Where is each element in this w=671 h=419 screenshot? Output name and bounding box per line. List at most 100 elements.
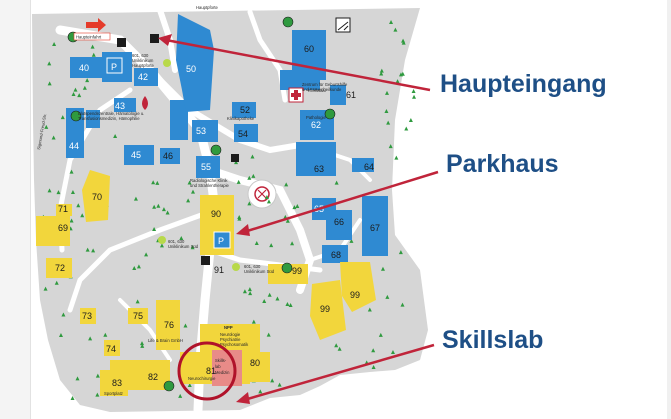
building-68[interactable] bbox=[322, 245, 348, 263]
svg-text:lab: lab bbox=[215, 364, 221, 369]
info-icon[interactable] bbox=[150, 34, 159, 43]
tree-icon bbox=[69, 218, 74, 223]
building-54[interactable] bbox=[234, 124, 258, 142]
building-46[interactable] bbox=[160, 148, 180, 164]
building-42[interactable] bbox=[134, 68, 158, 86]
bus-stop-icon[interactable] bbox=[232, 263, 240, 271]
left-page-margin bbox=[0, 0, 31, 419]
tree-icon bbox=[69, 169, 74, 174]
svg-text:P: P bbox=[111, 62, 117, 72]
building-60b[interactable] bbox=[280, 70, 320, 90]
building-50[interactable] bbox=[176, 14, 214, 112]
building-44[interactable] bbox=[66, 108, 84, 158]
label-75: 75 bbox=[133, 311, 143, 321]
label-67: 67 bbox=[370, 223, 380, 233]
tree-icon bbox=[61, 312, 66, 317]
parking-icons: P P bbox=[106, 57, 231, 249]
tree-icon bbox=[70, 190, 75, 195]
label-72: 72 bbox=[55, 263, 65, 273]
tree-icon bbox=[367, 307, 372, 312]
building-45[interactable] bbox=[124, 145, 154, 165]
tree-icon bbox=[398, 250, 403, 255]
building-72[interactable] bbox=[46, 258, 72, 278]
tree-icon bbox=[152, 227, 157, 232]
tree-icon bbox=[179, 236, 184, 241]
sports-label: Sportplatz bbox=[104, 391, 123, 396]
tree-icon bbox=[77, 93, 82, 98]
tree-icon bbox=[247, 287, 252, 292]
building-55[interactable] bbox=[196, 156, 220, 178]
parking-icon-parkhaus[interactable] bbox=[213, 231, 231, 249]
info-icon[interactable] bbox=[201, 256, 210, 265]
label-45: 45 bbox=[131, 150, 141, 160]
building-71[interactable] bbox=[56, 204, 72, 216]
building-43[interactable] bbox=[114, 98, 136, 112]
tree-icon bbox=[161, 207, 166, 212]
tree-icon bbox=[90, 44, 95, 49]
tree-icon bbox=[269, 243, 274, 248]
building-99-small[interactable] bbox=[268, 264, 308, 284]
building-40[interactable] bbox=[70, 57, 102, 78]
hospital-label: Kreißsaal bbox=[308, 88, 326, 93]
label-71: 71 bbox=[58, 204, 68, 214]
neurosurgery-label: Neurochirurgie bbox=[188, 376, 216, 381]
tree-icon bbox=[91, 248, 96, 253]
building-69[interactable] bbox=[36, 216, 70, 246]
label-76: 76 bbox=[164, 320, 174, 330]
info-icon[interactable] bbox=[117, 38, 126, 47]
tree-icon bbox=[43, 286, 48, 291]
building-99-mid[interactable] bbox=[310, 280, 346, 340]
building-53[interactable] bbox=[192, 120, 218, 142]
tree-icon bbox=[187, 383, 192, 388]
building-npp[interactable] bbox=[200, 324, 260, 354]
label-69: 69 bbox=[58, 223, 68, 233]
building-46b[interactable] bbox=[170, 100, 188, 140]
tree-icon bbox=[262, 298, 267, 303]
tree-icon bbox=[371, 364, 376, 369]
tree-icon bbox=[71, 92, 76, 97]
tree-icon bbox=[411, 89, 416, 94]
label-99-right: 99 bbox=[350, 290, 360, 300]
building-61[interactable] bbox=[330, 85, 346, 105]
bus-stop-icon[interactable] bbox=[163, 59, 171, 67]
building-66[interactable] bbox=[326, 210, 352, 240]
building-99-right[interactable] bbox=[340, 262, 376, 312]
tree-icon bbox=[380, 266, 385, 271]
top-gate-label: Hauptpforte bbox=[196, 5, 219, 10]
tree-icon bbox=[251, 319, 256, 324]
building-52[interactable] bbox=[232, 102, 256, 118]
tree-icon bbox=[237, 214, 242, 219]
building-75[interactable] bbox=[128, 308, 148, 324]
building-64[interactable] bbox=[352, 158, 374, 172]
tree-icon bbox=[236, 179, 241, 184]
building-44b[interactable] bbox=[86, 110, 100, 128]
green-markers bbox=[67, 16, 336, 392]
bus-stop-icon[interactable] bbox=[158, 236, 166, 244]
building-70[interactable] bbox=[82, 170, 110, 222]
building-63[interactable] bbox=[296, 142, 336, 176]
building-76[interactable] bbox=[156, 300, 180, 350]
tree-icon bbox=[388, 144, 393, 149]
label-91: 91 bbox=[214, 265, 224, 275]
tree-icon bbox=[190, 245, 195, 250]
construction-icon bbox=[335, 17, 351, 33]
label-44: 44 bbox=[69, 141, 79, 151]
parking-icon[interactable] bbox=[106, 57, 123, 74]
building-73[interactable] bbox=[80, 308, 96, 324]
blood-bank-label: Blutspendezentrale, Hämatologie u.Transf… bbox=[78, 111, 144, 121]
tree-icon bbox=[85, 247, 90, 252]
info-icon[interactable] bbox=[231, 154, 239, 162]
tree-icon bbox=[191, 189, 196, 194]
building-67[interactable] bbox=[362, 196, 388, 256]
label-81: 81 bbox=[206, 366, 216, 376]
building-74[interactable] bbox=[104, 340, 120, 356]
npp-label: NPP bbox=[224, 325, 233, 330]
label-99-small: 99 bbox=[292, 266, 302, 276]
tree-icon bbox=[412, 94, 417, 99]
building-83[interactable] bbox=[100, 370, 128, 396]
tree-icon bbox=[58, 332, 63, 337]
